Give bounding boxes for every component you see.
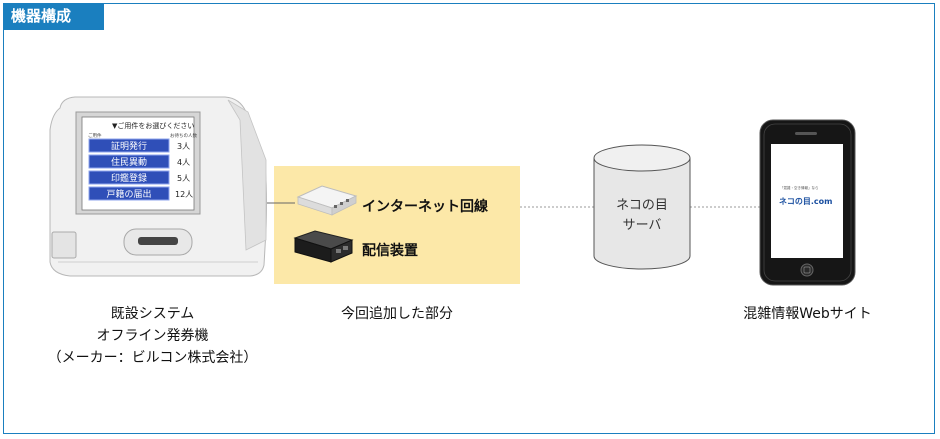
kiosk-row-label: 戸籍の届出 [106, 188, 151, 200]
kiosk-caption-line: 既設システム [110, 306, 195, 322]
kiosk-row-count: 4人 [177, 158, 190, 167]
kiosk-screen-header: ▼ご用件をお選びください [112, 121, 194, 130]
added-area [274, 166, 520, 284]
kiosk-screen-col-right: お待ちの人数 [170, 132, 197, 139]
kiosk-row-label: 証明発行 [111, 140, 147, 152]
added-item-label: 配信装置 [362, 243, 418, 259]
kiosk-row-label: 住民異動 [111, 156, 147, 168]
kiosk-screen: ▼ご用件をお選びください ご用件 お待ちの人数 証明発行 3人 住民異動 4人 … [88, 121, 197, 201]
kiosk-row-label: 印鑑登録 [111, 172, 147, 184]
phone-screen-small-text: 「混雑・空き情報」なら [780, 185, 819, 190]
added-item-label: インターネット回線 [362, 199, 488, 215]
diagram-frame [3, 3, 935, 434]
server-label: ネコの目 サーバ [594, 196, 690, 236]
kiosk-caption-line: （メーカー：ビルコン株式会社） [47, 350, 258, 366]
server-label-line: ネコの目 [616, 198, 668, 213]
server-icon [593, 144, 691, 270]
smartphone-icon [759, 119, 856, 286]
server-label-line: サーバ [622, 218, 662, 233]
kiosk-row-count: 5人 [177, 174, 190, 183]
website-caption: 混雑情報Webサイト [743, 306, 872, 322]
phone-screen-logo: ネコの目.com [779, 196, 832, 206]
added-caption: 今回追加した部分 [341, 306, 453, 322]
kiosk-row-count: 3人 [177, 142, 190, 151]
kiosk-caption-line: オフライン発券機 [96, 328, 209, 344]
kiosk-caption: 既設システム オフライン発券機 （メーカー：ビルコン株式会社） [40, 303, 265, 369]
kiosk-screen-col-left: ご用件 [88, 132, 102, 139]
section-title: 機器構成 [3, 3, 104, 30]
router-icon [296, 185, 358, 216]
kiosk-row-count: 12人 [175, 190, 193, 199]
media-box-icon [293, 230, 354, 263]
